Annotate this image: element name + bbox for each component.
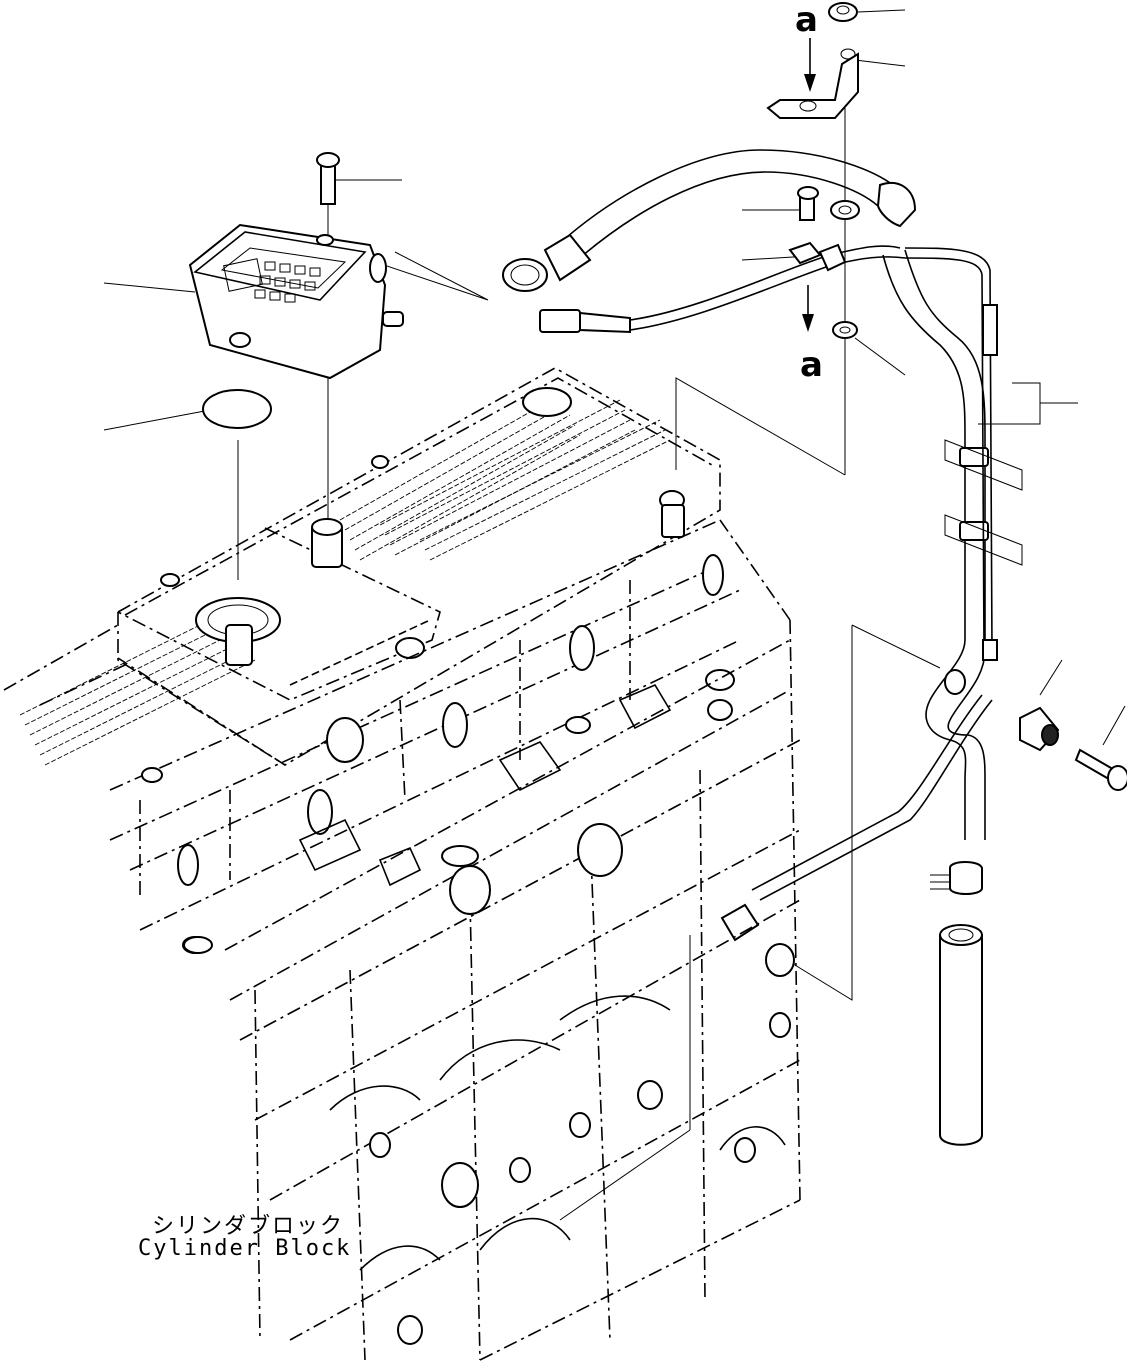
- module-grid: [254, 261, 321, 303]
- cylinder-block: [109, 519, 801, 1361]
- upper-hardware: [316, 2, 860, 339]
- cover-hatching: [19, 394, 671, 766]
- reference-mark-bottom: a: [800, 345, 823, 385]
- caption-japanese: シリンダブロック: [152, 1214, 345, 1239]
- leader-lines: [103, 9, 1126, 1221]
- hose-parts: [930, 861, 983, 1146]
- breather-module: [188, 223, 404, 429]
- o-ring: [183, 936, 213, 954]
- harness: [539, 241, 1127, 942]
- engine-head: [3, 367, 735, 766]
- breather-pipe: [502, 149, 989, 840]
- reference-mark-top: a: [795, 0, 818, 40]
- reference-arrows: [802, 38, 816, 332]
- caption-english: Cylinder Block: [138, 1236, 352, 1261]
